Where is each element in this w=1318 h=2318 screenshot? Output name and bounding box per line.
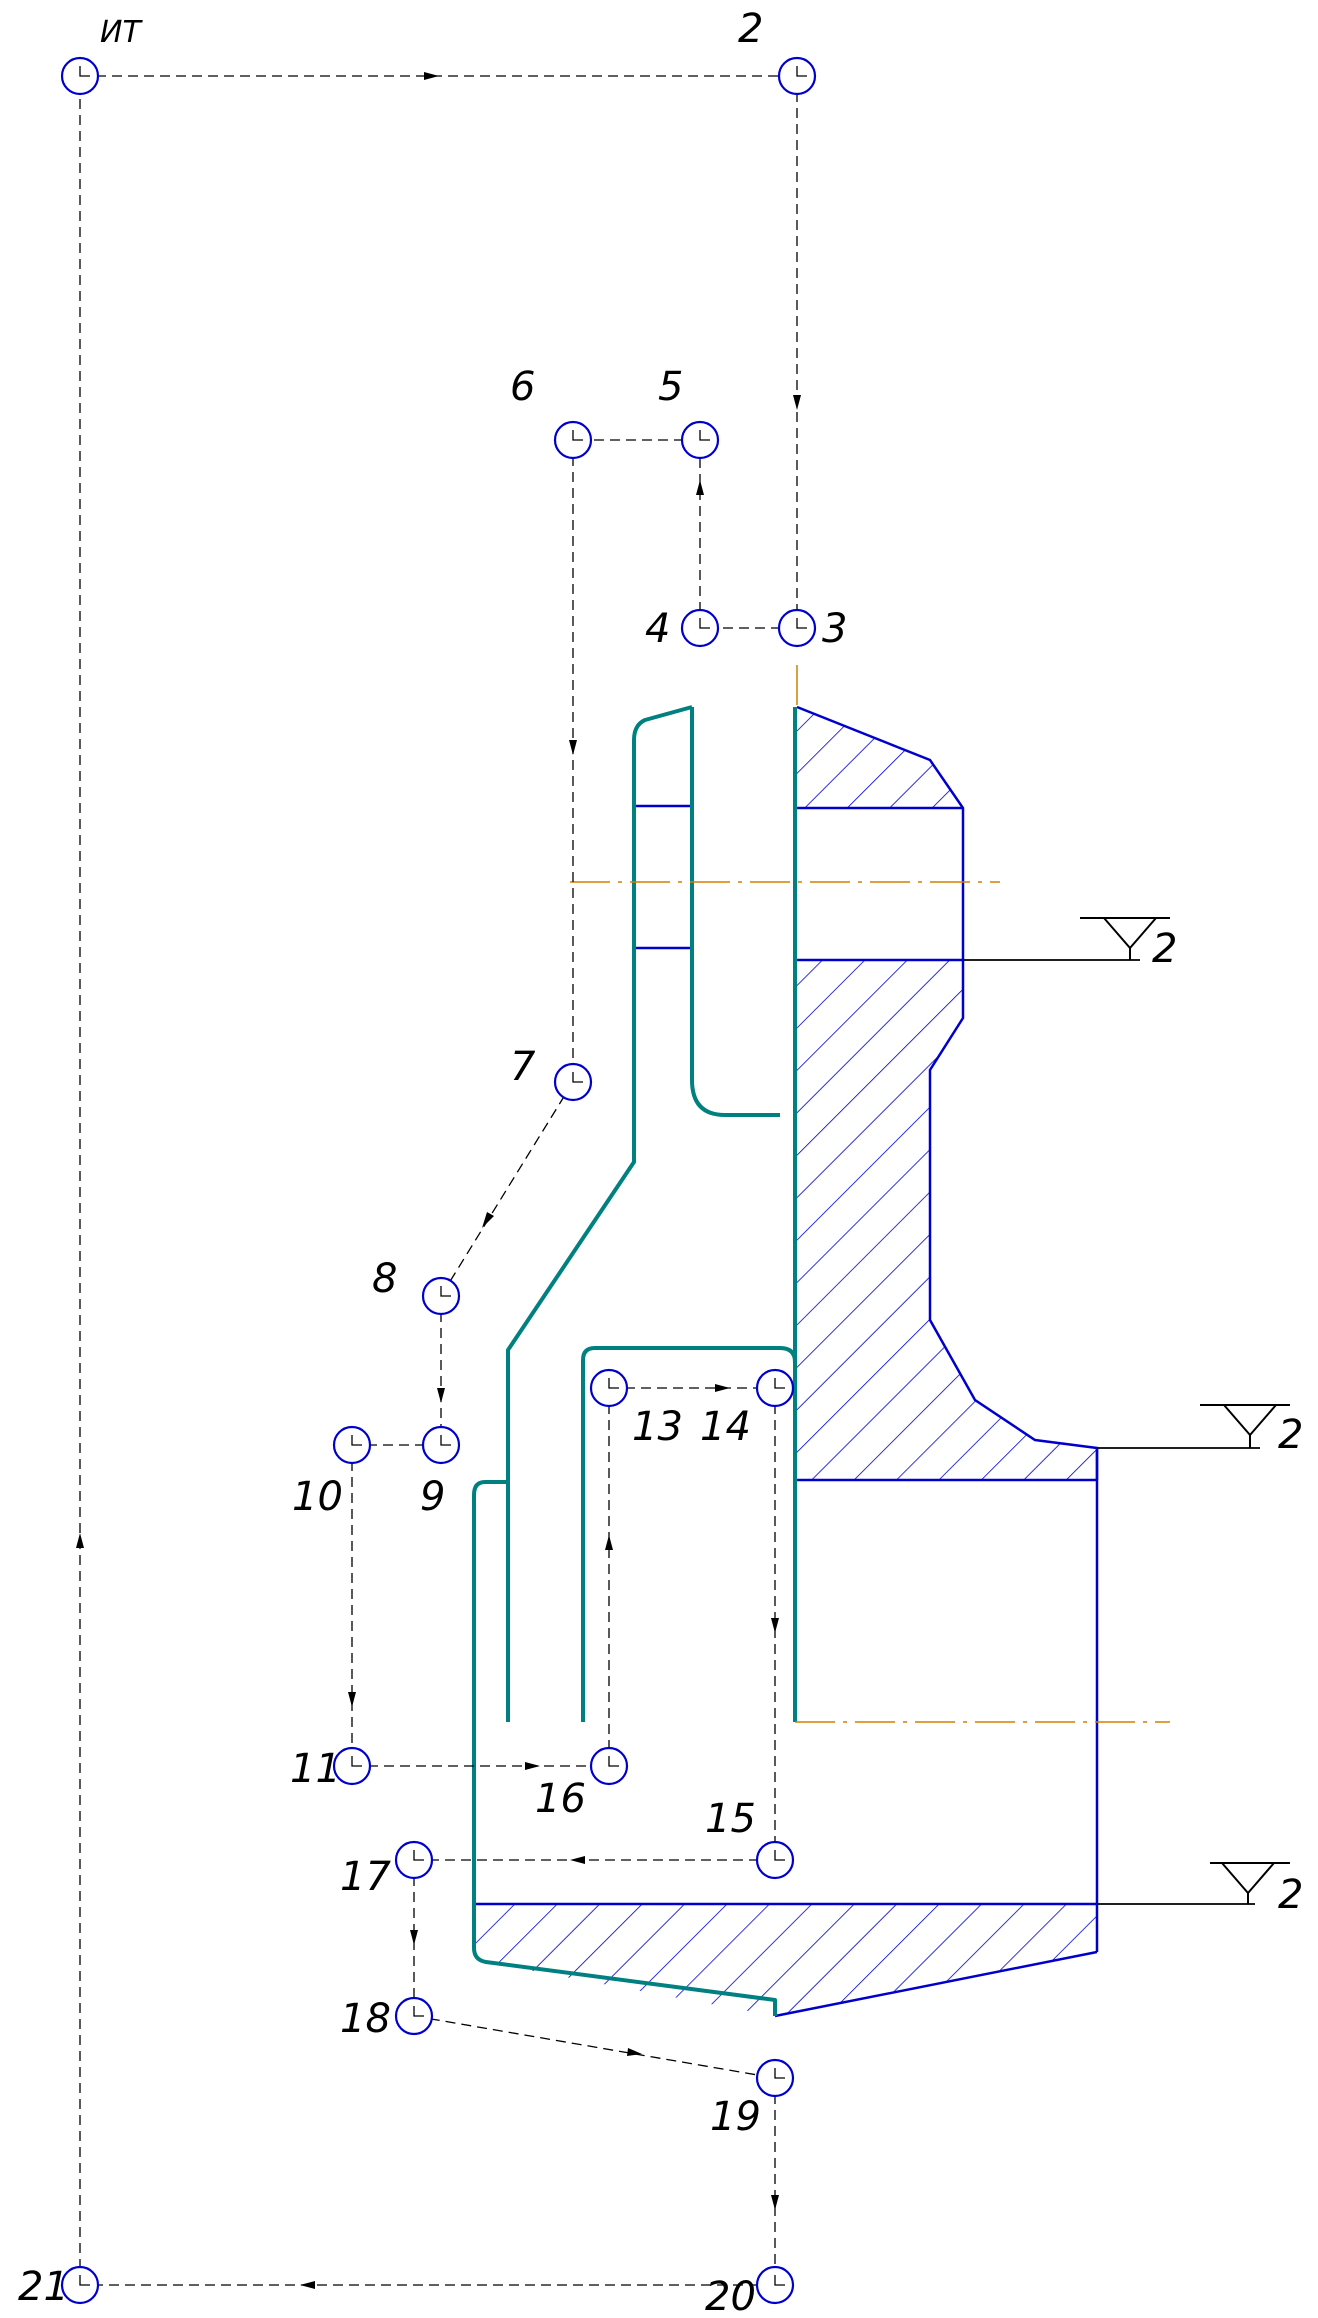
point-label-8: 8 [372,1256,397,1302]
path-18-19 [413,2015,776,2079]
point-label-5: 5 [658,364,683,410]
path-point-9 [421,1425,461,1465]
blank-contour [472,705,797,2016]
point-label-15: 15 [705,1796,756,1842]
path-point-20 [60,2265,100,2305]
blank-upper-flange [690,707,780,1117]
path-point-8 [421,1276,461,1316]
point-label-10: 10 [292,1474,343,1520]
path-point-15 [755,1840,795,1880]
path-points [60,56,817,2305]
arrow-2-3 [793,395,801,410]
point-label-1: ИТ [100,15,143,50]
path-point-2 [777,56,817,96]
point-label-19: 20 [705,2274,756,2318]
point-label-6: 6 [510,364,535,410]
path-point-19 [755,2265,795,2305]
arrow-19-20 [771,2195,779,2210]
arrow-11-16 [525,1762,540,1770]
path-point-7 [553,1062,593,1102]
arrow-4-5 [696,480,704,495]
point-label-12: 16 [535,1776,586,1822]
point-label-4: 4 [645,606,670,652]
path-point-10 [332,1425,372,1465]
point-labels: ИТ 2 3 4 5 6 7 8 9 10 11 16 13 14 15 17 18 19 20 21 [18,6,847,2318]
roughness-symbol-2 [1200,1404,1290,1448]
roughness-value-3: 2 [1278,1872,1303,1918]
blank-inner-pocket [581,1346,797,1722]
arrow-21-it [76,1533,84,1548]
arrow-it-2 [424,72,439,80]
hatch-middle [797,960,1097,1480]
point-label-14: 14 [700,1404,751,1450]
section-hatching [474,707,1097,2016]
center-lines [570,665,1170,1723]
point-label-7: 7 [510,1044,536,1090]
arrow-8-9 [437,1388,445,1403]
part-bottom-taper [774,1950,1098,2018]
path-point-4 [680,608,720,648]
path-point-16 [394,1840,434,1880]
path-point-12 [589,1746,629,1786]
arrow-14-15 [771,1618,779,1633]
arrow-16-13 [605,1535,613,1550]
roughness-leaders [963,959,1260,1905]
point-label-9: 9 [420,1474,445,1520]
arrow-10-11 [348,1692,356,1707]
blank-left-wall [506,705,693,1482]
path-point-5 [680,420,720,460]
path-point-3 [777,608,817,648]
blank-bottom [472,1722,777,2016]
hatch-bottom [474,1904,1097,2016]
hatch-top [797,707,963,808]
point-label-11: 11 [290,1746,341,1792]
roughness-value-1: 2 [1152,926,1177,972]
point-label-17: 18 [340,1996,391,2042]
arrow-15-17 [570,1856,585,1864]
path-point-17 [394,1996,434,2036]
arrow-18-19 [627,2048,642,2056]
point-label-18: 19 [710,2094,761,2140]
roughness-value-2: 2 [1278,1412,1303,1458]
path-point-1 [60,56,100,96]
roughness-symbols [1080,917,1290,1904]
roughness-symbol-1 [1080,917,1170,960]
point-label-2: 2 [738,6,763,52]
path-point-6 [553,420,593,460]
path-7-8 [440,1081,574,1297]
arrow-13-14 [715,1384,730,1392]
arrow-6-7 [569,740,577,755]
arrow-20-21 [300,2281,315,2289]
part-contour [474,705,1099,2018]
direction-arrows [76,72,801,2289]
point-label-20: 21 [18,2264,69,2310]
path-point-18 [755,2058,795,2098]
path-point-11 [332,1746,372,1786]
arrow-7-8 [482,1212,494,1228]
point-label-16: 17 [340,1854,391,1900]
arrow-17-18 [410,1930,418,1945]
blank-left-lip [472,1480,508,1722]
path-point-13 [589,1368,629,1408]
point-label-3: 3 [822,606,847,652]
point-label-13: 13 [632,1404,683,1450]
part-outer-top [796,705,1099,1480]
path-point-14 [755,1368,795,1408]
roughness-symbol-3 [1210,1862,1290,1904]
